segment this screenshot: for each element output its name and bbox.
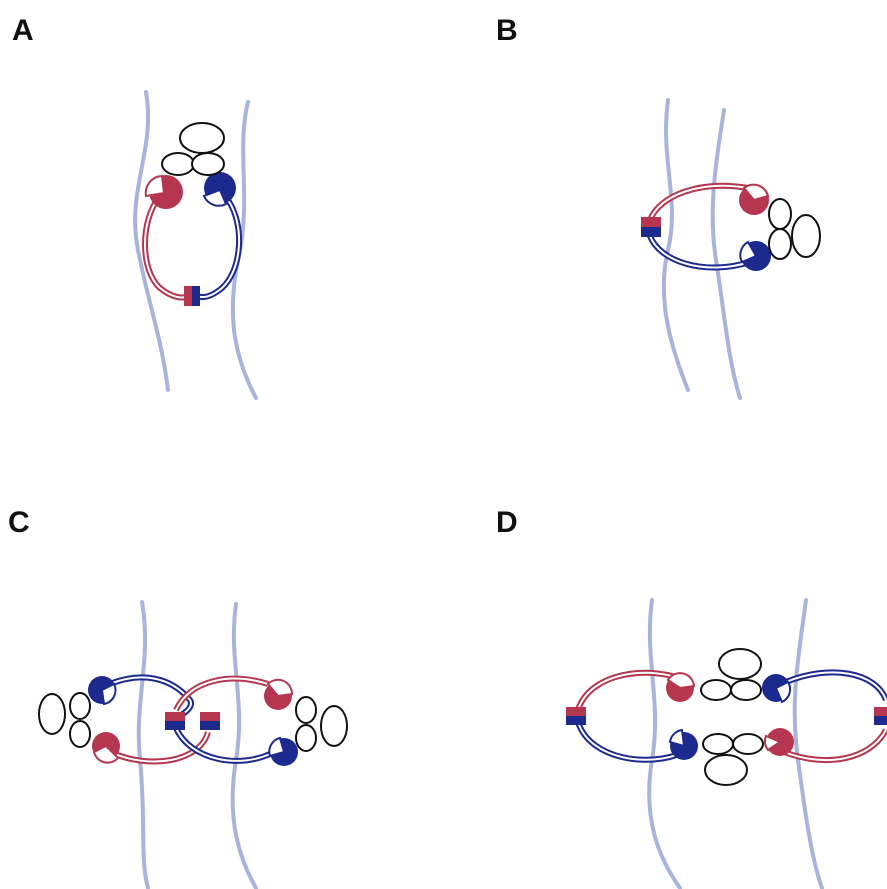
ring-arm-blue-core	[110, 677, 191, 718]
hinge-blue	[192, 286, 200, 306]
kleisin-lobe	[162, 153, 194, 175]
hinge-blue	[566, 716, 586, 725]
chromatin-strand	[135, 92, 168, 390]
ring-arm-blue	[110, 677, 191, 718]
kleisin-lobe	[769, 229, 791, 259]
accessory-subunit	[705, 755, 747, 785]
ring-arm-blue	[578, 722, 684, 760]
kleisin-lobe	[703, 734, 733, 754]
panel-d	[566, 600, 887, 888]
chromatin-strand	[713, 110, 740, 398]
hinge-red	[200, 712, 220, 721]
accessory-subunit	[719, 649, 761, 679]
chromatin-strand	[233, 604, 256, 888]
kleisin-lobe	[70, 721, 90, 747]
chromatin-strand	[664, 100, 688, 390]
hinge-blue	[874, 716, 887, 725]
hinge-blue	[165, 721, 185, 730]
head-cap-red	[146, 176, 164, 196]
accessory-subunit	[321, 706, 347, 746]
head-cap-blue	[269, 738, 284, 756]
hinge-red	[874, 707, 887, 716]
panel-b	[641, 100, 820, 398]
kleisin-lobe	[192, 153, 224, 175]
chromatin-strand	[139, 602, 148, 888]
kleisin-lobe	[296, 725, 316, 751]
kleisin-lobe	[769, 199, 791, 229]
panel-a	[135, 92, 256, 398]
kleisin-lobe	[701, 680, 731, 700]
hinge-red	[165, 712, 185, 721]
panel-c	[39, 602, 347, 888]
kleisin-lobe	[70, 693, 90, 719]
hinge-red	[184, 286, 192, 306]
hinge-red	[566, 707, 586, 716]
hinge-blue	[641, 227, 661, 237]
accessory-subunit	[39, 694, 65, 734]
kleisin-lobe	[296, 697, 316, 723]
kleisin-lobe	[731, 680, 761, 700]
accessory-subunit	[180, 123, 224, 153]
ring-arm-blue-core	[786, 672, 886, 700]
hinge-blue	[200, 721, 220, 730]
accessory-subunit	[792, 215, 820, 257]
hinge-red	[641, 217, 661, 227]
kleisin-lobe	[733, 734, 763, 754]
chromatin-strand	[795, 600, 822, 888]
ring-arm-red	[784, 730, 886, 760]
head-cap-blue	[670, 730, 684, 746]
ring-arm-red	[650, 186, 748, 220]
